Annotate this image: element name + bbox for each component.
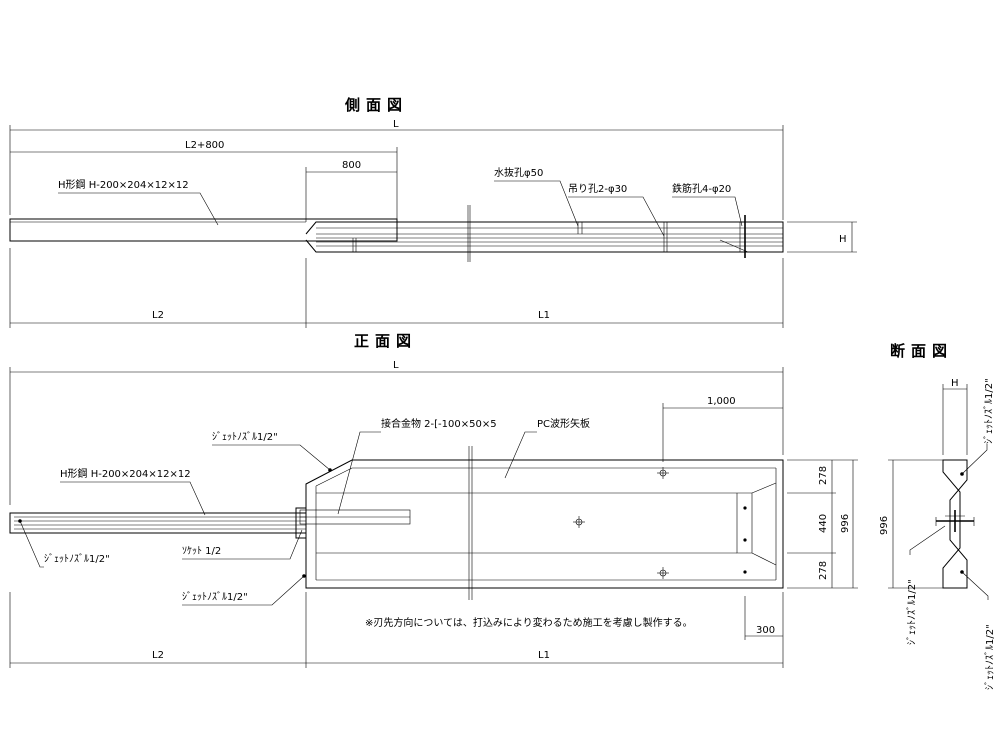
front-dim-1000: 1,000 — [707, 396, 736, 407]
side-label-h-steel: H形鋼 H-200×204×12×12 — [58, 178, 189, 191]
front-leader-pc — [504, 431, 537, 479]
side-dim-L2: L2 — [152, 310, 164, 321]
section-leader-jet-top — [961, 444, 988, 475]
side-leader-h-steel — [58, 192, 219, 226]
front-dim-996: 996 — [840, 514, 851, 533]
side-view: 側面図 L L2+800 800 H — [9, 96, 857, 328]
front-h-steel — [9, 512, 307, 534]
front-note: ※刃先方向については、打込みにより変わるため施工を考慮し製作する。 — [365, 616, 693, 629]
front-label-joint: 接合金物 2-[-100×50×5 — [381, 417, 497, 430]
front-label-jet-top: ｼﾞｪｯﾄﾉｽﾞﾙ1/2" — [212, 431, 278, 443]
side-h-steel — [9, 218, 398, 242]
section-label-jet-bot: ｼﾞｪｯﾄﾉｽﾞﾙ1/2" — [984, 624, 996, 690]
section-wave-profile — [942, 459, 968, 589]
side-dim-L1: L1 — [538, 310, 550, 321]
side-leader-drain — [494, 180, 579, 227]
front-dim-L2: L2 — [152, 650, 164, 661]
side-pile-body — [305, 221, 784, 253]
side-label-lift: 吊り孔2-φ30 — [568, 183, 627, 195]
side-view-title: 側面図 — [344, 96, 408, 114]
front-leader-socket — [182, 529, 303, 560]
front-label-pc: PC波形矢板 — [537, 417, 590, 430]
section-view-title: 断面図 — [890, 342, 953, 360]
front-leader-jet-left — [19, 520, 44, 568]
front-dim-300: 300 — [756, 625, 775, 636]
front-view: 正面図 L 1,000 — [9, 332, 858, 668]
side-dim-H: H — [839, 234, 847, 245]
section-view: 断面図 H 996 ｼﾞｪｯﾄﾉｽﾞﾙ1/2" ｼﾞｪｯﾄﾉｽﾞﾙ1/2" ｼﾞ… — [879, 342, 996, 690]
front-leader-h-steel — [60, 481, 206, 516]
front-dim-278-bot: 278 — [818, 561, 829, 580]
front-dim-L: L — [393, 360, 399, 371]
side-leader-lift — [568, 196, 665, 237]
side-leader-rebar — [672, 196, 743, 227]
section-leader-jet-mid — [909, 525, 946, 555]
front-dim-440: 440 — [818, 514, 829, 533]
front-dim-278-top: 278 — [818, 466, 829, 485]
side-dim-L2-800: L2+800 — [185, 140, 224, 151]
front-pile-outline — [305, 459, 784, 589]
front-leader-jet-bot — [182, 575, 305, 606]
front-label-jet-left: ｼﾞｪｯﾄﾉｽﾞﾙ1/2" — [44, 553, 110, 565]
front-label-h-steel: H形鋼 H-200×204×12×12 — [60, 467, 191, 480]
side-label-drain: 水抜孔φ50 — [494, 166, 543, 179]
section-dim-996: 996 — [879, 516, 890, 535]
side-dim-800: 800 — [342, 160, 361, 171]
side-label-rebar: 鉄筋孔4-φ20 — [672, 182, 731, 195]
front-dim-L1: L1 — [538, 650, 550, 661]
front-leader-jet-top — [212, 444, 331, 471]
side-dim-L: L — [393, 119, 399, 130]
section-label-jet-mid: ｼﾞｪｯﾄﾉｽﾞﾙ1/2" — [906, 579, 918, 645]
front-view-title: 正面図 — [354, 332, 417, 350]
front-label-jet-bot: ｼﾞｪｯﾄﾉｽﾞﾙ1/2" — [182, 591, 248, 603]
section-label-jet-top: ｼﾞｪｯﾄﾉｽﾞﾙ1/2" — [983, 378, 995, 444]
front-label-socket: ｿｹｯﾄ 1/2 — [182, 545, 221, 557]
section-leader-jet-bot — [961, 571, 989, 600]
section-dim-H: H — [951, 378, 959, 389]
front-leader-joint — [337, 431, 381, 515]
